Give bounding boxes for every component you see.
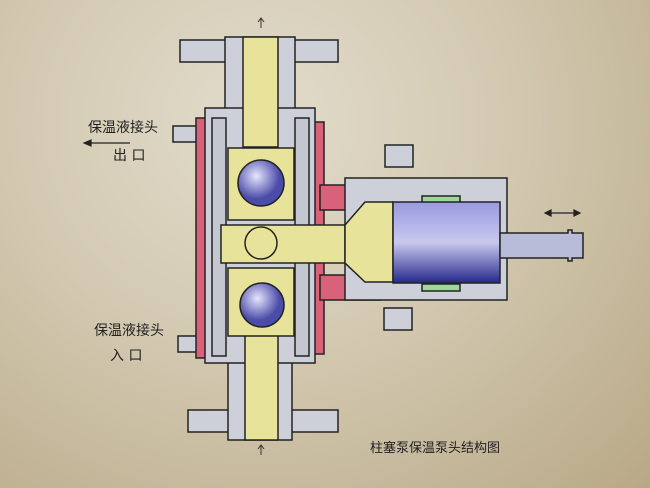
- flow-up-arrow-icon: [257, 17, 265, 455]
- seal-lower: [421, 283, 461, 292]
- stroke-direction-arrow-icon: [543, 209, 582, 217]
- outlet-arrow-icon: [82, 139, 130, 147]
- outlet-label: 出 口: [113, 148, 146, 164]
- inlet-connector-label: 保温液接头: [94, 323, 164, 339]
- center-port: [244, 226, 278, 260]
- diagram-caption: 柱塞泵保温泵头结构图: [370, 441, 501, 456]
- inlet-label: 入 口: [110, 348, 143, 364]
- outlet-channel: [242, 36, 279, 148]
- plunger-rod: [499, 229, 584, 262]
- inlet-channel: [244, 334, 279, 441]
- plunger: [392, 201, 501, 284]
- outlet-ball-valve: [237, 159, 285, 207]
- pump-chamber: [220, 224, 346, 264]
- outlet-connector-label: 保温液接头: [88, 120, 158, 136]
- inlet-ball-valve: [239, 282, 285, 328]
